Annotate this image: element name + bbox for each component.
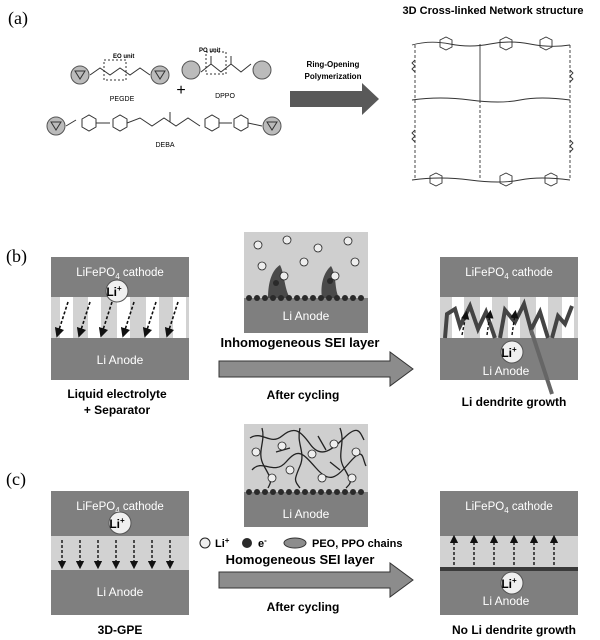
anode-label-right: Li Anode [483,364,530,378]
panel-c-left-cell: LiFePO4 cathode Li+ Li Anode 3D-GPE [51,491,189,637]
panel-b-sei-zoom: Li Anode Inhomogeneous SEI layer [221,232,380,350]
ion-arrows-up-b [461,309,519,336]
anode-layer [51,338,189,380]
gpe-layer-right [440,536,578,570]
li-ion-circle-right [500,340,524,364]
left-caption-line1: Liquid electrolyte [67,387,167,401]
li-ion-circle-c-right [500,571,524,595]
dppo-unit-label: PO unit [199,48,220,54]
ion-arrows-tilted [54,301,179,338]
left-caption-c: 3D-GPE [98,623,143,637]
li-ion-circle [105,279,129,303]
left-caption-line2: + Separator [84,403,151,417]
sei-anode-label-c: Li Anode [283,507,330,521]
dppo-name: DPPO [215,93,235,100]
ion-arrows-up-c [449,534,559,565]
deba-name: DEBA [155,142,174,149]
dendrite-penetration [529,329,554,395]
panel-c-sei-zoom: Li Anode [244,424,368,527]
anode-label: Li Anode [97,353,144,367]
sei-dots [246,278,364,301]
panel-c-right-cell: LiFePO4 cathode Li+ Li Anode No Li dendr… [440,491,578,637]
panel-c: (c) LiFePO4 cathode Li+ Li Anode 3D-GPE [6,424,578,637]
legend-electron-marker [242,538,252,548]
uniform-sei-layer [440,567,578,571]
panel-c-label: (c) [6,469,26,490]
panel-b-right-cell: LiFePO4 cathode Li+ Li Anode Li dendrite… [440,257,578,409]
pegde-name: PEGDE [110,96,135,103]
sei-anode-label: Li Anode [283,309,330,323]
cathode-layer-right [440,257,578,297]
legend-c: Li+ e- PEO, PPO chains [199,536,402,550]
anode-region [244,298,368,333]
cathode-label-right: LiFePO4 cathode [465,267,553,281]
cathode-layer-c-right [440,491,578,536]
pegde-unit-label: EO unit [113,54,134,60]
ion-arrows-down [57,540,175,570]
cathode-label: LiFePO4 cathode [76,267,164,281]
cycling-arrow-b [218,351,414,387]
arrow-label-c: After cycling [267,600,340,614]
li-ion-circle-c [108,511,132,535]
legend-chain-marker [283,537,307,549]
sei-dots-c [246,489,364,495]
right-caption-b: Li dendrite growth [462,395,567,409]
anode-label-c-right: Li Anode [483,594,530,608]
plus-sign: + [176,82,185,99]
gpe-layer [51,536,189,570]
panel-b-left-cell: LiFePO4 cathode Li+ Li Anode Liquid elec… [51,257,189,417]
legend-chain-label: PEO, PPO chains [312,538,402,550]
anode-layer-c [51,570,189,615]
legend-li-marker [199,537,211,549]
reaction-arrow [290,83,379,115]
panel-a-label: (a) [8,8,28,29]
li-ions-c [251,439,361,483]
sei-label-b: Inhomogeneous SEI layer [221,335,380,350]
li-ions-b [253,235,360,281]
anode-region-c [244,492,368,527]
cathode-label-c: LiFePO4 cathode [76,501,164,515]
deba-molecule [46,112,282,136]
li-ion-label: Li+ [106,284,122,299]
legend-electron-label: e- [258,536,267,550]
panel-b-label: (b) [6,246,27,267]
network-title: 3D Cross-linked Network structure [403,5,584,17]
li-ion-label-c-right: Li+ [501,576,517,591]
arrow-label-b: After cycling [267,388,340,402]
cathode-label-c-right: LiFePO4 cathode [465,501,553,515]
cycling-arrow-c [218,562,414,598]
li-ion-label-right: Li+ [501,345,517,360]
legend-li-label: Li+ [215,536,230,550]
panel-b: (b) LiFePO4 cathode Li [6,232,578,417]
crosslinked-network [411,36,574,187]
reaction-label-line2: Polymerization [305,72,362,81]
li-ion-label-c: Li+ [109,516,125,531]
sei-label-c: Homogeneous SEI layer [226,552,375,567]
reaction-label-line1: Ring-Opening [307,60,360,69]
dppo-molecule [181,51,272,80]
pegde-molecule [70,59,170,85]
right-caption-c: No Li dendrite growth [452,623,576,637]
panel-a: (a) 3D Cross-linked Network structure EO… [8,5,584,187]
anode-label-c: Li Anode [97,585,144,599]
sei-deposit-1 [268,265,290,298]
